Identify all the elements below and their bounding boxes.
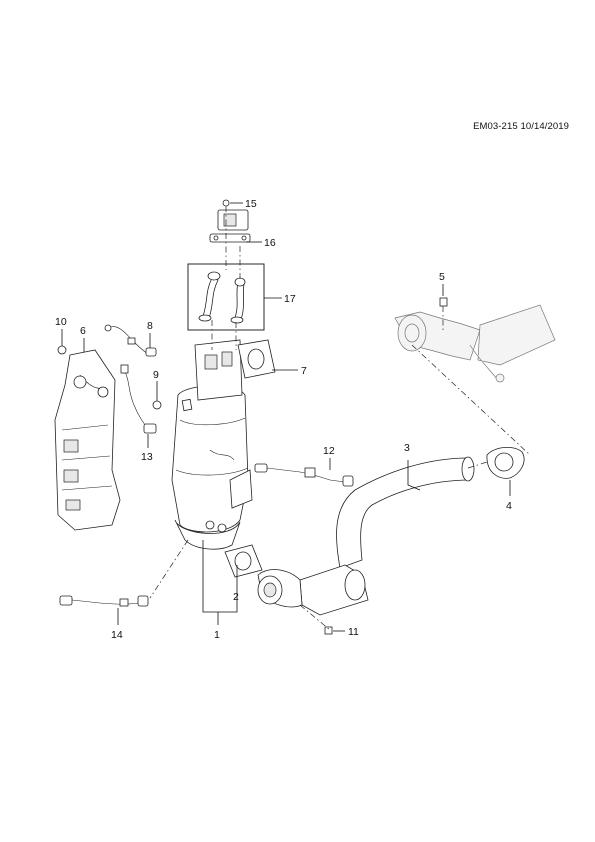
particulate-filter-part-1 <box>171 339 253 550</box>
assembly-centerlines <box>149 206 531 631</box>
nut-part-5 <box>439 297 448 307</box>
callout-13: 13 <box>141 451 153 463</box>
callout-15: 15 <box>245 198 257 210</box>
callout-1: 1 <box>214 629 220 641</box>
nut-part-10 <box>57 345 67 355</box>
callouts: 1 2 3 4 5 6 7 8 9 10 11 12 13 14 15 16 1… <box>55 198 512 641</box>
document-id: EM03-215 10/14/2019 <box>473 121 569 132</box>
callout-14: 14 <box>111 629 123 641</box>
gasket-part-4 <box>486 447 525 479</box>
sensor-part-14 <box>59 595 149 607</box>
gasket-part-7 <box>237 339 276 379</box>
callout-2: 2 <box>233 591 239 603</box>
callout-4: 4 <box>506 500 512 512</box>
heat-shield-part-6 <box>54 349 121 531</box>
callout-7: 7 <box>301 365 307 377</box>
callout-8: 8 <box>147 320 153 332</box>
leader-lines <box>61 202 511 632</box>
nut-part-11 <box>324 626 333 635</box>
callout-9: 9 <box>153 369 159 381</box>
callout-3: 3 <box>404 442 410 454</box>
sensor-part-8 <box>104 324 157 357</box>
sensor-part-13 <box>120 364 157 434</box>
hose-kit-box <box>187 263 265 331</box>
callout-17: 17 <box>284 293 296 305</box>
callout-10: 10 <box>55 316 67 328</box>
gasket-part-2 <box>224 544 263 578</box>
callout-11: 11 <box>348 626 359 638</box>
reference-converter-ghost <box>394 304 556 383</box>
exhaust-pipe-part-3 <box>257 456 475 616</box>
pressure-sensor-assembly <box>209 199 251 243</box>
nut-part-9 <box>152 400 162 410</box>
callout-12: 12 <box>323 445 335 457</box>
callout-5: 5 <box>439 271 445 283</box>
callout-16: 16 <box>264 237 276 249</box>
sensor-part-12 <box>254 463 354 487</box>
callout-6: 6 <box>80 325 86 337</box>
